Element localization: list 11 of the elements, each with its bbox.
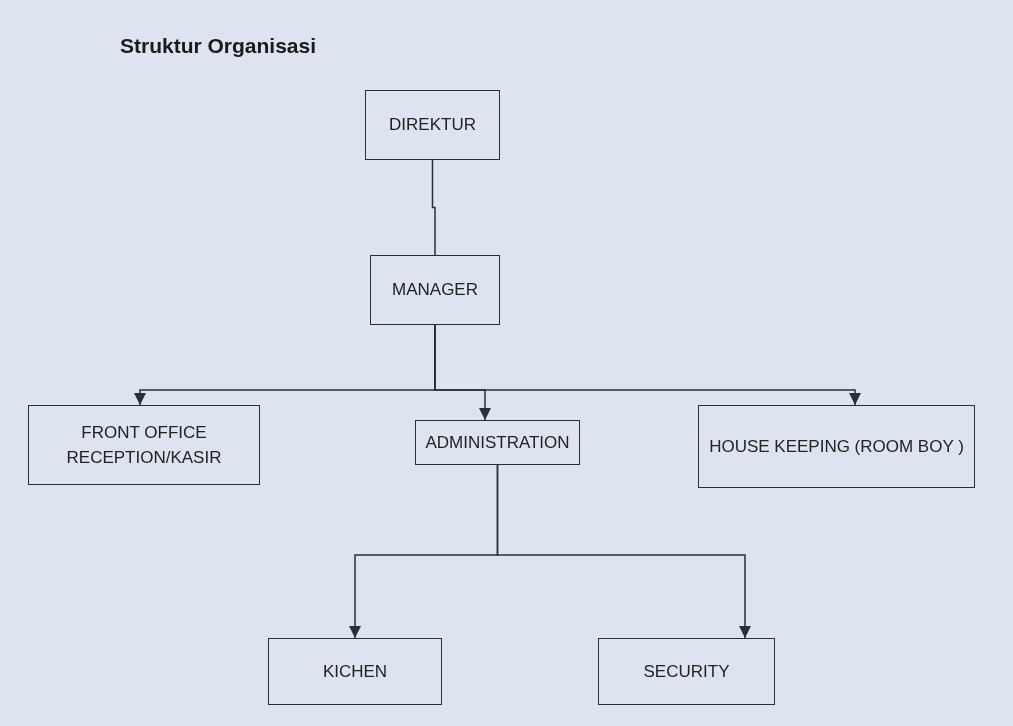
org-box: SECURITY <box>598 638 775 705</box>
connector-line <box>431 159 436 256</box>
title: Struktur Organisasi <box>120 33 317 59</box>
org-box: ADMINISTRATION <box>415 420 580 465</box>
arrow <box>434 324 861 406</box>
org-box: DIREKTUR <box>365 90 500 160</box>
org-box: FRONT OFFICE RECEPTION/KASIR <box>28 405 260 485</box>
org-box: KICHEN <box>268 638 442 705</box>
org-box: HOUSE KEEPING (ROOM BOY ) <box>698 405 975 488</box>
arrow <box>496 464 751 639</box>
org-box: MANAGER <box>370 255 500 325</box>
